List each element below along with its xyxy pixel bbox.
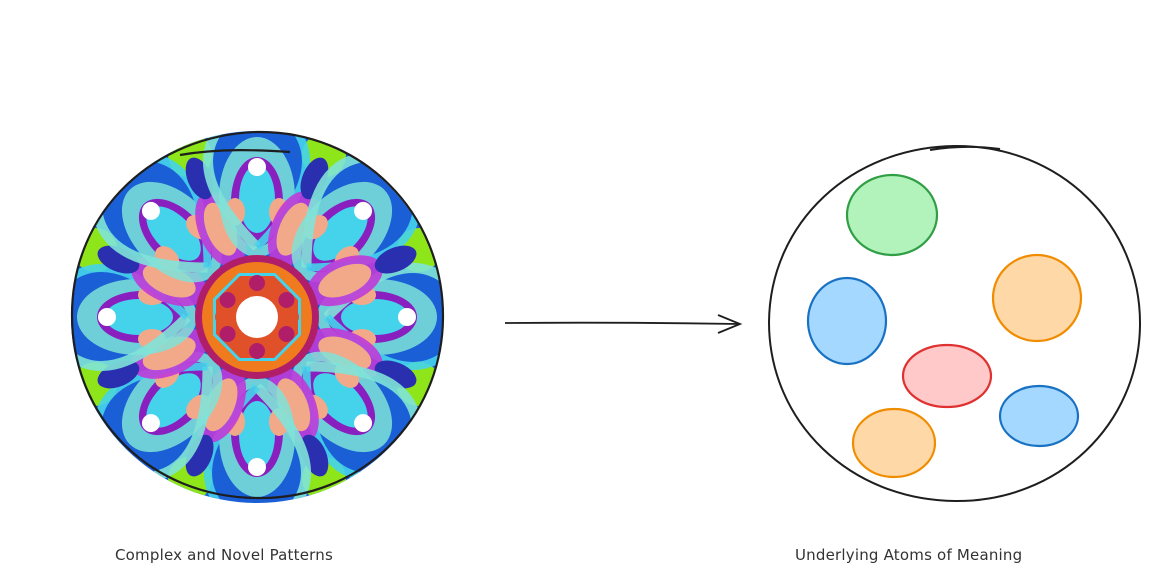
atom-blue <box>806 276 888 366</box>
right-caption: Underlying Atoms of Meaning <box>795 546 1023 564</box>
petal-arc <box>92 213 208 273</box>
petal-shape <box>239 401 275 469</box>
pattern-dot <box>232 279 248 296</box>
left-caption: Complex and Novel Patterns <box>115 546 333 564</box>
left-circle-outline <box>70 130 445 500</box>
right-circle-outline <box>767 144 1142 503</box>
pattern-dot <box>219 326 236 342</box>
pattern-center-hole <box>236 296 278 338</box>
atom-orange <box>851 407 937 479</box>
pattern-dot <box>266 279 282 296</box>
atom-red <box>901 343 993 409</box>
arrow <box>504 314 743 334</box>
petal-arc <box>153 366 213 482</box>
petal-shape <box>248 458 266 476</box>
atom-blue <box>998 384 1080 448</box>
pattern-dot <box>249 343 265 359</box>
pattern-dot <box>219 292 236 308</box>
petal-shape <box>239 165 275 233</box>
petal-shape <box>98 308 116 326</box>
pattern-dot <box>278 292 295 308</box>
atom-green <box>845 173 939 257</box>
petal-shape <box>141 201 160 220</box>
pattern-dot <box>266 338 282 355</box>
petal-shape <box>318 263 372 298</box>
petal-shape <box>105 299 173 335</box>
petal-arc <box>253 383 311 503</box>
petal-shape <box>313 373 368 428</box>
pattern-dot <box>249 275 265 291</box>
petal-shape <box>341 299 409 335</box>
petal-shape <box>354 201 373 220</box>
pattern-dot <box>215 309 231 325</box>
atom-orange <box>991 253 1083 343</box>
pattern-petal <box>306 245 417 307</box>
petal-shape <box>313 206 368 261</box>
petal-shape <box>146 373 201 428</box>
atoms-group <box>806 173 1083 479</box>
pattern-dot <box>278 326 295 342</box>
pattern-dot <box>283 309 299 325</box>
petal-shape <box>398 308 416 326</box>
petal-shape <box>248 158 266 176</box>
petal-arc <box>306 361 422 421</box>
petal-shape <box>141 414 160 433</box>
petal-shape <box>354 414 373 433</box>
pattern-dot <box>232 338 248 355</box>
petal-arc <box>301 152 361 268</box>
pattern-petal <box>93 351 223 482</box>
petal-arc <box>71 313 191 371</box>
petal-arc <box>203 131 261 251</box>
petal-shape <box>374 245 417 274</box>
petal-shape <box>146 206 201 261</box>
